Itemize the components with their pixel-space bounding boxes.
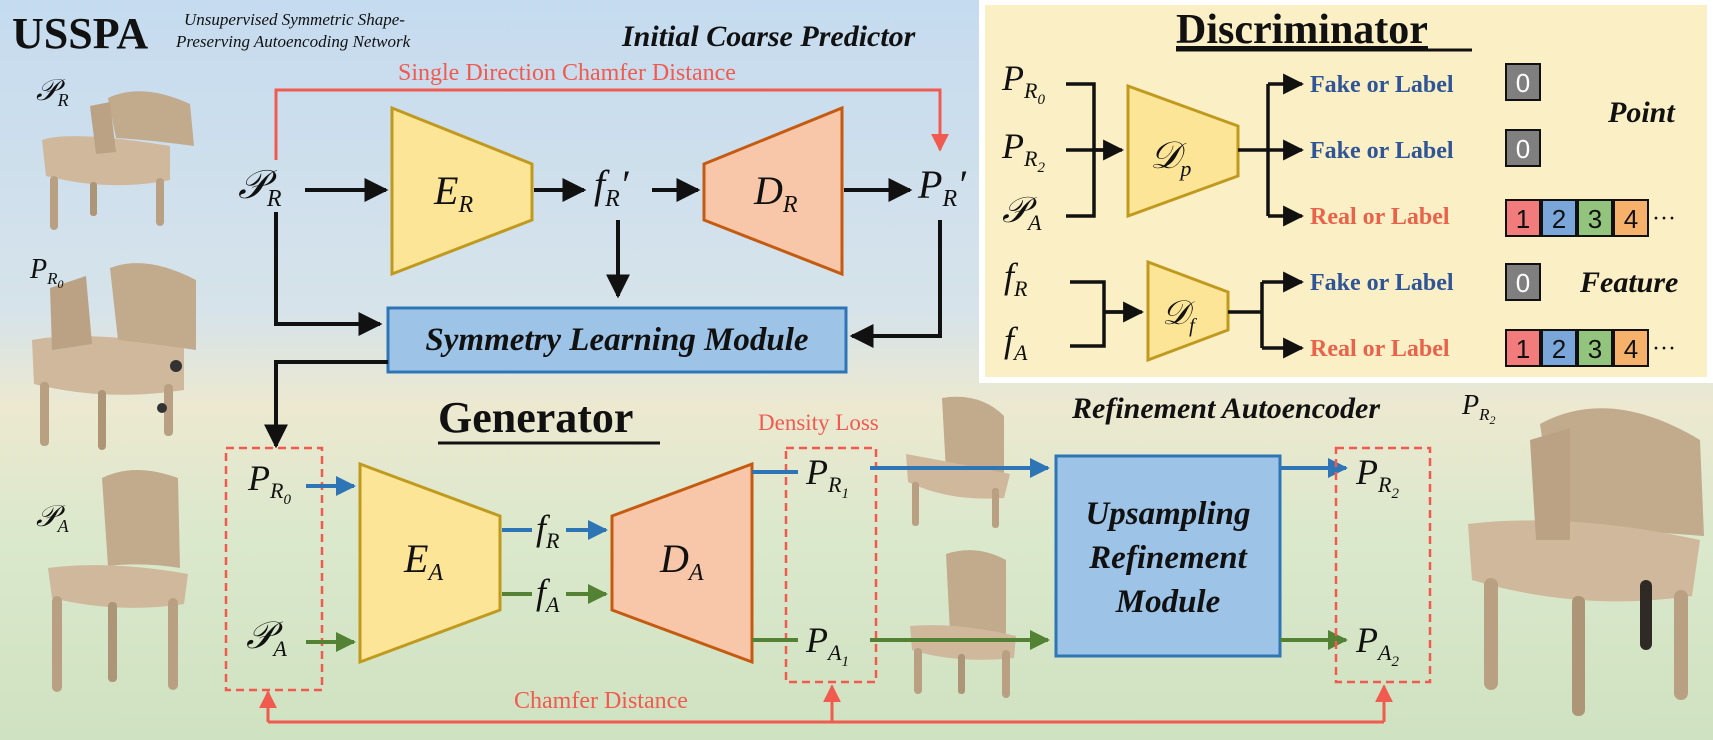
- upsampling-label-line-2: Refinement: [1088, 540, 1247, 576]
- label-pr2-right: PR2: [1461, 390, 1496, 427]
- label-pr0-top: PR0: [29, 254, 64, 291]
- class-label-ellipsis: ···: [1652, 206, 1676, 232]
- class-label-box-2: [1541, 329, 1577, 367]
- symmetry-learning-module: [386, 306, 848, 374]
- discriminator-dp: [1126, 83, 1240, 219]
- upsampling-label-line-3: Module: [1115, 584, 1221, 620]
- node-pr2: PR2: [1355, 452, 1399, 502]
- class-label-box-3: [1577, 329, 1613, 367]
- class-label-box-4: [1613, 329, 1649, 367]
- chair-image-pa: [48, 470, 188, 692]
- decoder-dr-label: DR: [753, 168, 798, 218]
- svg-text:PR2: PR2: [1461, 390, 1496, 427]
- disc-output-5-label: Real or Label: [1310, 336, 1450, 362]
- encoder-er: [390, 105, 534, 277]
- zero-label-box-2: 0: [1505, 129, 1541, 167]
- node-pa2: PA2: [1355, 620, 1399, 670]
- svg-text:0: 0: [1516, 268, 1530, 298]
- disc-output-3-label: Real or Label: [1310, 204, 1450, 230]
- class-label-box-2: [1541, 199, 1577, 237]
- class-label-text-3: 3: [1588, 334, 1602, 364]
- class-label-box-3: [1577, 199, 1613, 237]
- upsampling-refinement-module: [1054, 454, 1282, 658]
- point-label: Point: [1607, 96, 1676, 129]
- decoder-dr: [702, 105, 844, 277]
- arrow-symmetry-to-pr0: [264, 360, 388, 449]
- arrow-pr-to-symmetry: [274, 212, 383, 336]
- single-direction-loss-arrow: [274, 88, 949, 160]
- node-pr0: PR0: [247, 458, 291, 508]
- decoder-da-label: DA: [659, 536, 704, 586]
- density-loss-label: Density Loss: [758, 410, 879, 435]
- feature-label: Feature: [1579, 266, 1678, 299]
- section-discriminator: Discriminator: [1176, 7, 1428, 53]
- class-label-box-1: [1505, 199, 1541, 237]
- zero-label-box-3: 0: [1505, 263, 1541, 301]
- class-label-text-1: 1: [1516, 334, 1530, 364]
- intermediate-group-box: [784, 446, 878, 684]
- subtitle-line-1: Unsupervised Symmetric Shape-: [184, 10, 405, 29]
- disc-output-1-label: Fake or Label: [1310, 72, 1454, 98]
- upsampling-label-line-1: Upsampling: [1085, 496, 1250, 532]
- disc-feature-output-branches: [1228, 282, 1264, 348]
- chair-image-pa1: [910, 550, 1016, 698]
- chair-image-pr1: [906, 396, 1010, 528]
- class-label-box-1: [1505, 329, 1541, 367]
- class-label-text-3: 3: [1588, 204, 1602, 234]
- arrow-pr-prime-to-symmetry: [849, 220, 942, 348]
- section-refinement-autoencoder: Refinement Autoencoder: [1071, 392, 1380, 425]
- svg-text:0: 0: [1516, 134, 1530, 164]
- class-label-text-4: 4: [1624, 334, 1638, 364]
- svg-text:PR0: PR0: [29, 254, 64, 291]
- class-label-ellipsis: ···: [1652, 336, 1676, 362]
- decoder-da: [610, 461, 754, 665]
- disc-output-4-label: Fake or Label: [1310, 270, 1454, 296]
- class-label-text-1: 1: [1516, 204, 1530, 234]
- class-label-text-2: 2: [1552, 334, 1566, 364]
- single-direction-chamfer-label: Single Direction Chamfer Distance: [398, 60, 736, 86]
- chair-image-pr: [42, 91, 194, 230]
- acronym-title: USSPA: [12, 9, 148, 58]
- svg-text:0: 0: [1516, 68, 1530, 98]
- node-pr1: PR1: [805, 452, 849, 502]
- discriminator-df: [1146, 259, 1230, 363]
- node-pr-prime: PR′: [917, 162, 967, 212]
- chamfer-distance-label: Chamfer Distance: [514, 688, 688, 714]
- section-initial-coarse-predictor: Initial Coarse Predictor: [621, 20, 916, 53]
- chair-image-pr2: [1468, 408, 1704, 716]
- chair-image-pr0: [32, 263, 196, 450]
- disc-input-pr0: PR0: [1001, 58, 1045, 108]
- class-label-text-2: 2: [1552, 204, 1566, 234]
- class-label-box-4: [1613, 199, 1649, 237]
- symmetry-learning-module-label: Symmetry Learning Module: [425, 322, 808, 358]
- section-generator: Generator: [438, 393, 633, 442]
- disc-input-pr2: PR2: [1001, 126, 1045, 176]
- output-group-box: [1334, 446, 1432, 684]
- disc-output-2-label: Fake or Label: [1310, 138, 1454, 164]
- zero-label-box-1: 0: [1505, 63, 1541, 101]
- class-label-text-4: 4: [1624, 204, 1638, 234]
- node-pa1: PA1: [805, 620, 849, 670]
- encoder-ea-label: EA: [403, 536, 443, 586]
- discriminator-panel: [979, 0, 1713, 383]
- encoder-ea: [358, 461, 502, 665]
- encoder-er-label: ER: [433, 168, 473, 218]
- subtitle-line-2: Preserving Autoencoding Network: [175, 32, 411, 51]
